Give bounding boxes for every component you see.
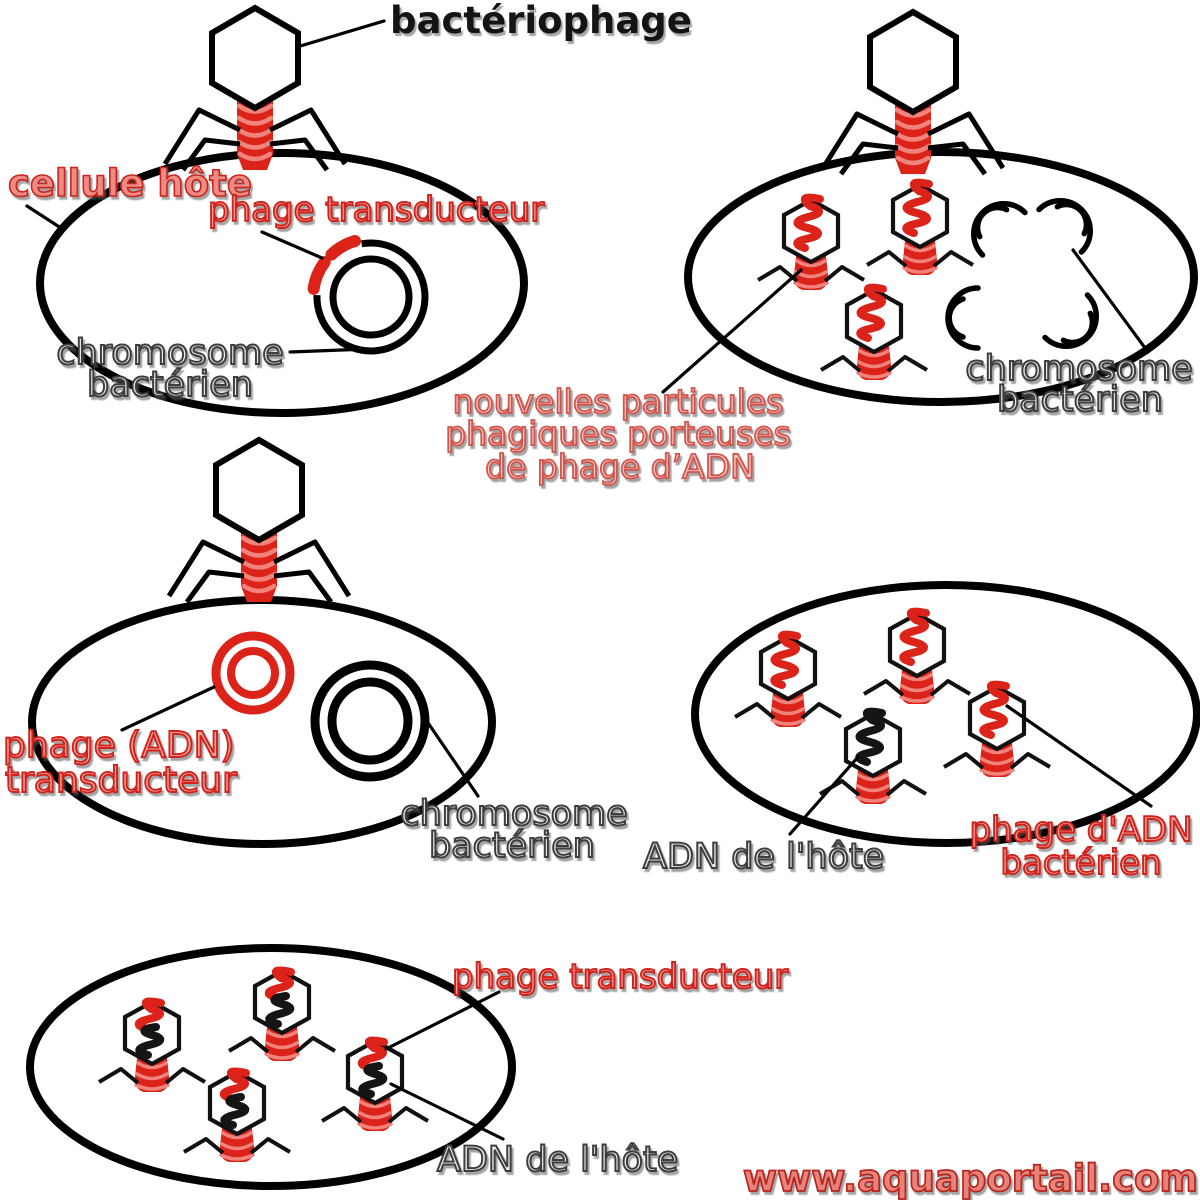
leader-chromosome-1 [288, 347, 370, 354]
leader-chromosome-2 [1071, 248, 1150, 354]
label-phage-transducteur-5: phage transducteur [452, 957, 788, 997]
label-chromosome-2b: bactérien [997, 380, 1163, 420]
label-adn-hote-5: ADN de l'hôte [437, 1140, 678, 1180]
label-bacteriophage: bactériophage [390, 0, 692, 42]
watermark-text: www.aquaportail.com [743, 1157, 1198, 1200]
host-cell-4 [691, 581, 1200, 847]
label-chromosome-2a: chromosome [965, 349, 1192, 389]
leader-adn-hote-4 [788, 755, 860, 836]
label-phage-adn-b: transducteur [5, 760, 237, 801]
chromosome-outer-ring [313, 239, 429, 355]
leader-bacteriophage [295, 19, 386, 49]
phage-dna-ring [211, 631, 295, 715]
label-chromosome-1a: chromosome [56, 333, 283, 373]
label-phage-adn-bacterien-a: phage d'ADN [969, 810, 1192, 850]
label-phage-transducteur-1: phage transducteur [208, 190, 544, 230]
label-nouvelles-1: nouvelles particules [453, 382, 784, 421]
label-phage-adn-bacterien-b: bactérien [1000, 843, 1161, 883]
leader-phage-transducteur-1 [260, 230, 324, 260]
label-nouvelles-2: phagiques porteuses [445, 414, 791, 453]
label-adn-hote-4: ADN de l'hôte [643, 837, 884, 877]
label-chromosome-3a: chromosome [400, 794, 627, 834]
transducing-dna-arc-a [325, 235, 361, 261]
label-chromosome-1b: bactérien [87, 365, 253, 405]
transducing-dna-arc-b [307, 256, 331, 295]
leader-cellule-hote [25, 204, 66, 232]
leader-phage-adn-transducteur [120, 685, 216, 732]
bacterial-chromosome-with-phage-arc [307, 235, 429, 355]
label-chromosome-3b: bactérien [429, 826, 595, 866]
label-nouvelles-3: de phage d’ADN [485, 447, 755, 486]
label-phage-adn-a: phage (ADN) [3, 725, 235, 766]
leader-adn-hote-5 [389, 1082, 505, 1141]
leader-phage-transducteur-5 [384, 990, 501, 1051]
leader-chromosome-3 [422, 715, 480, 798]
host-cell-1 [36, 149, 528, 417]
leader-phage-adn-bacterien [1005, 704, 1153, 808]
leader-nouvelles-particules [661, 268, 803, 394]
label-cellule-hote: cellule hôte [8, 162, 252, 205]
chromosome-inner-ring [329, 255, 413, 339]
